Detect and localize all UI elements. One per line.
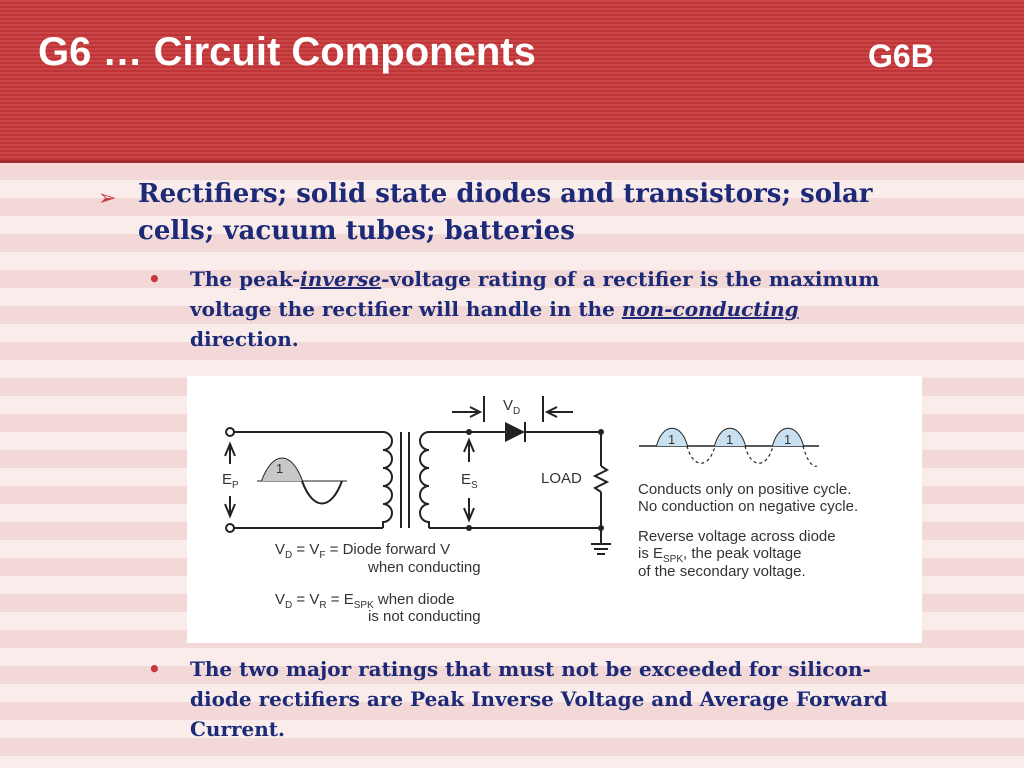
- rectifier-diagram: VD EP ES LOAD 1 1 1 1 VD = VF = Diode fo…: [187, 376, 922, 643]
- output-wave-label: 1: [784, 432, 791, 447]
- bullet-dot-icon: •: [148, 267, 161, 291]
- section-code: G6B: [868, 38, 934, 74]
- sub-bullet-text: The two major ratings that must not be e…: [190, 657, 888, 741]
- reverse-note: Reverse voltage across diode: [638, 528, 836, 545]
- vd-label: VD: [503, 397, 520, 417]
- slide-title: G6 … Circuit Components: [38, 30, 536, 74]
- conduction-note-line2: No conduction on negative cycle.: [638, 498, 858, 515]
- title-banner: G6 … Circuit Components G6B: [0, 0, 1024, 163]
- es-label: ES: [461, 471, 478, 491]
- ep-label: EP: [222, 471, 239, 491]
- forward-equation-line2: when conducting: [367, 559, 481, 576]
- reverse-note-line2: is ESPK, the peak voltage: [638, 545, 801, 565]
- load-label: LOAD: [541, 470, 582, 487]
- sub-bullet-text: The peak-inverse-voltage rating of a rec…: [190, 267, 880, 351]
- input-wave-label: 1: [276, 461, 283, 476]
- reverse-equation-line2: is not conducting: [368, 608, 481, 625]
- output-wave-label: 1: [668, 432, 675, 447]
- rectifier-circuit-svg: VD EP ES LOAD 1 1 1 1 VD = VF = Diode fo…: [222, 396, 858, 625]
- arrow-bullet-icon: ➢: [98, 186, 117, 211]
- main-bullet-text: Rectifiers; solid state diodes and trans…: [138, 179, 873, 246]
- forward-equation: VD = VF = Diode forward V: [275, 541, 450, 561]
- reverse-equation: VD = VR = ESPK when diode: [275, 591, 455, 611]
- main-bullet: ➢ Rectifiers; solid state diodes and tra…: [98, 176, 928, 250]
- output-wave-label: 1: [726, 432, 733, 447]
- bullet-dot-icon: •: [148, 657, 161, 681]
- conduction-note: Conducts only on positive cycle.: [638, 481, 851, 498]
- reverse-note-line3: of the secondary voltage.: [638, 563, 806, 580]
- sub-bullet-piv: • The peak-inverse-voltage rating of a r…: [148, 264, 908, 354]
- sub-bullet-ratings: • The two major ratings that must not be…: [148, 654, 908, 744]
